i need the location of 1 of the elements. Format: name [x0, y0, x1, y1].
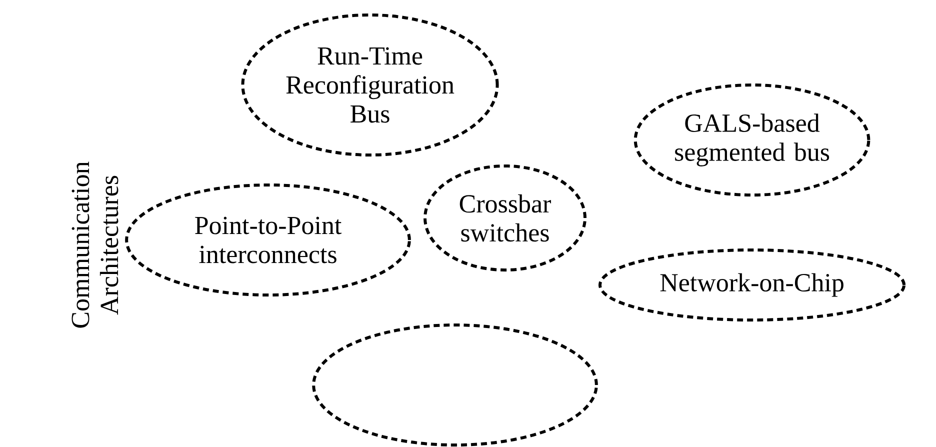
empty-ellipse [312, 324, 598, 446]
